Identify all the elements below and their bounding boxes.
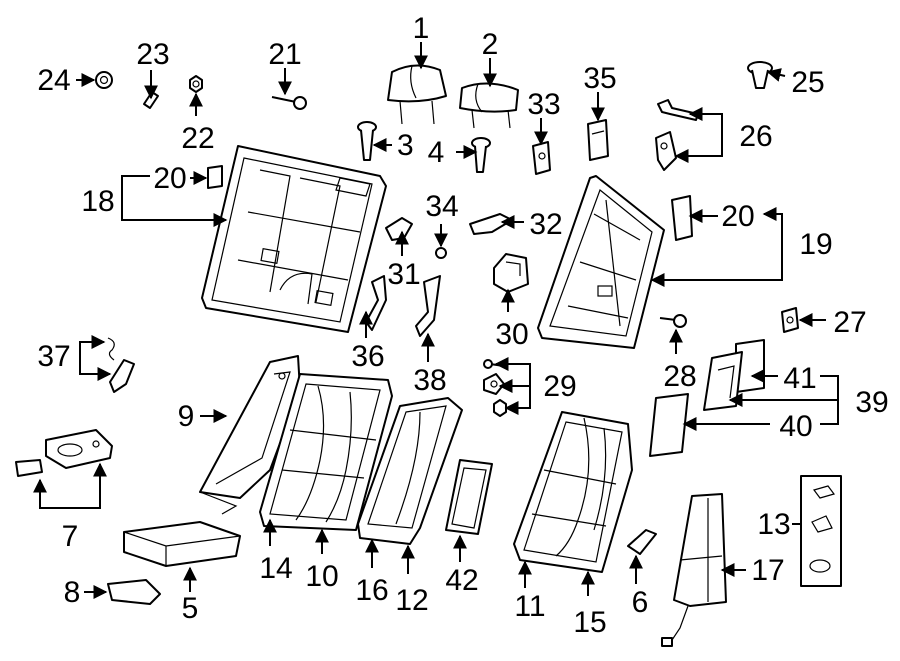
callout-25: 25 [791,66,824,99]
trim-38 [415,275,441,337]
seatback-cover-10 [259,373,393,531]
callout-34: 34 [425,190,458,223]
callout-42: 42 [445,564,478,597]
plate-27 [781,307,799,333]
strap-32 [469,213,513,235]
panel-42 [445,459,493,535]
callout-40: 40 [779,410,812,443]
callout-8: 8 [64,576,81,609]
clips-37 [107,337,135,393]
trim-6 [627,529,657,555]
bracket-31 [385,217,413,241]
clip-20-left [207,165,223,189]
push-pin-25 [747,61,773,89]
side-bolster-9 [199,355,301,515]
hardware-29 [483,359,507,417]
switch-assembly-39 [649,339,765,457]
bracket-33 [532,141,551,175]
callout-39: 39 [855,386,888,419]
callout-30: 30 [495,318,528,351]
callout-24: 24 [37,64,70,97]
callout-17: 17 [751,554,784,587]
callout-10: 10 [305,560,338,593]
callout-9: 9 [178,400,195,433]
callout-1: 1 [413,12,430,45]
callout-26: 26 [739,120,772,153]
callout-36: 36 [351,340,384,373]
headrest-1 [387,64,447,125]
armrest-cover-12 [357,397,463,545]
callout-31: 31 [387,258,420,291]
callout-41: 41 [783,362,816,395]
storage-box-5 [123,521,241,567]
callout-20a: 20 [153,162,186,195]
callout-27: 27 [833,306,866,339]
callout-32: 32 [529,208,562,241]
grommet-24 [95,71,113,89]
callout-22: 22 [181,122,214,155]
callout-5: 5 [182,592,199,625]
panel-17 [661,493,727,647]
callout-15: 15 [573,606,606,639]
seatback-cover-11 [513,411,633,573]
callout-37: 37 [37,340,70,373]
callout-18: 18 [81,185,114,218]
callout-35: 35 [583,62,616,95]
callout-38: 38 [413,364,446,397]
callout-7: 7 [62,520,79,553]
callout-3: 3 [397,129,414,162]
callout-19: 19 [799,228,832,261]
nut-22 [189,75,203,93]
callout-28: 28 [663,360,696,393]
headrest-2 [459,82,519,129]
seatback-frame-18 [201,145,387,333]
callout-2: 2 [482,28,499,61]
callout-13: 13 [757,508,790,541]
hinge-cover-36 [365,275,387,331]
clip-20-right [671,195,693,241]
grommet-34 [435,247,447,259]
callout-numbers: 1 2 3 4 5 6 7 8 9 10 11 12 13 14 15 16 1… [37,12,888,639]
headrest-guide-3 [357,121,377,161]
clips-box-13 [800,475,842,587]
headrest-guide-4 [471,137,491,173]
bolt-28 [659,314,687,328]
bolt-21 [271,96,307,110]
callout-23: 23 [136,38,169,71]
callout-33: 33 [527,88,560,121]
callout-12: 12 [395,584,428,617]
hinge-26 [655,99,699,171]
latch-30 [493,253,529,293]
callout-14: 14 [259,552,292,585]
callout-16: 16 [355,574,388,607]
callout-6: 6 [632,586,649,619]
callout-29: 29 [543,370,576,403]
seatback-frame-19 [537,175,665,349]
callout-11: 11 [514,590,545,623]
cupholder-7 [15,429,113,477]
callout-4: 4 [428,136,445,169]
leader-lines [33,42,839,599]
callout-20b: 20 [721,200,754,233]
part-8 [107,579,161,605]
latch-35 [587,119,609,161]
callout-21: 21 [268,38,301,71]
